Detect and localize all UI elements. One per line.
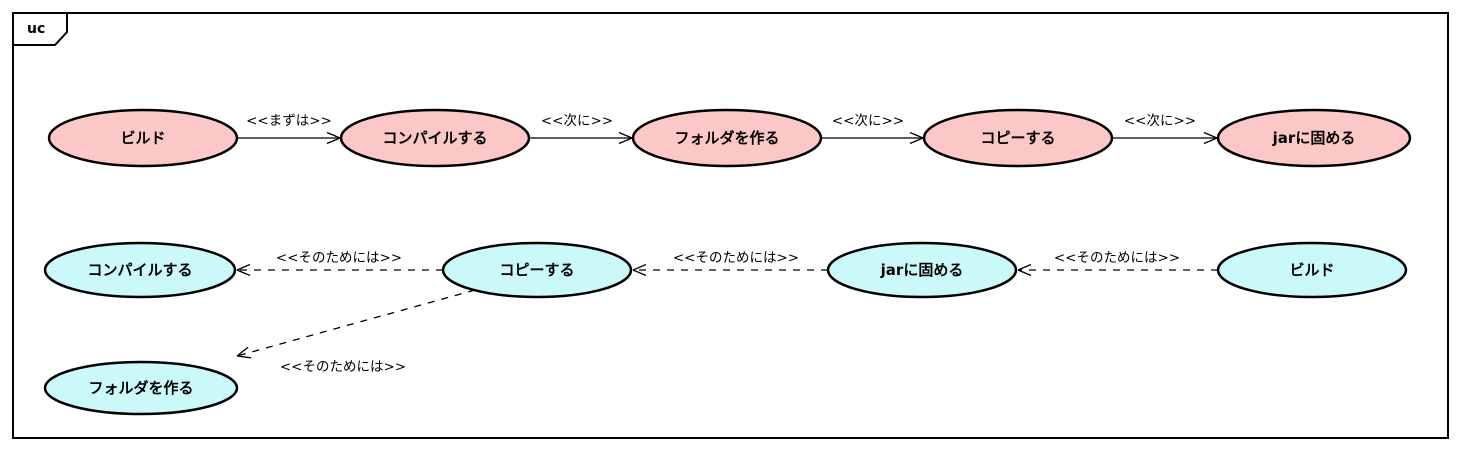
arrow-label-first: <<まずは>> [246, 113, 332, 129]
usecase-bottom-make-folder [43, 360, 239, 416]
usecase-top-pack-jar-label: jarに固める [1272, 129, 1356, 147]
arrow-label-next-2: <<次に>> [832, 113, 904, 129]
bottom-flow-nodes: コンパイルする コピーする jarに固める ビルド フォルダを作る [43, 241, 1408, 416]
usecase-top-build-label: ビルド [120, 129, 165, 147]
usecase-top-copy-label: コピーする [980, 129, 1055, 147]
usecase-bottom-compile [43, 241, 237, 299]
usecase-bottom-build [1216, 241, 1408, 299]
usecase-top-compile [339, 108, 531, 168]
usecase-bottom-copy [441, 241, 633, 299]
bottom-flow-edges: <<そのためには>> <<そのためには>> <<そのためには>> <<そのために… [236, 250, 1218, 375]
usecase-bottom-build-label: ビルド [1289, 261, 1334, 279]
arrow-label-next-3: <<次に>> [1124, 113, 1196, 129]
frame-border [12, 12, 1449, 439]
arrow-label-therefore-1: <<そのためには>> [276, 250, 402, 266]
usecase-top-make-folder [631, 108, 823, 168]
arrow-label-next-1: <<次に>> [541, 113, 613, 129]
usecase-top-pack-jar [1216, 108, 1412, 168]
frame-tab [12, 12, 68, 46]
top-flow-nodes: ビルド コンパイルする フォルダを作る コピーする jarに固める [47, 108, 1412, 168]
usecase-bottom-pack-jar-label: jarに固める [880, 261, 964, 279]
usecase-top-build [47, 108, 239, 168]
arrow-label-therefore-3: <<そのためには>> [1054, 250, 1180, 266]
usecase-bottom-pack-jar [826, 241, 1018, 299]
usecase-bottom-make-folder-label: フォルダを作る [88, 379, 193, 397]
top-flow-edges: <<まずは>> <<次に>> <<次に>> <<次に>> [237, 113, 1218, 145]
arrow-copy-to-make-folder [236, 289, 476, 359]
frame-tab-label: uc [27, 21, 45, 37]
arrow-label-therefore-4: <<そのためには>> [280, 359, 406, 375]
arrow-label-therefore-2: <<そのためには>> [673, 250, 799, 266]
usecase-top-copy [922, 108, 1114, 168]
usecase-bottom-copy-label: コピーする [499, 261, 574, 279]
usecase-top-compile-label: コンパイルする [382, 129, 487, 147]
usecase-bottom-compile-label: コンパイルする [87, 261, 192, 279]
usecase-top-make-folder-label: フォルダを作る [674, 129, 779, 147]
frame: uc [12, 12, 1449, 439]
